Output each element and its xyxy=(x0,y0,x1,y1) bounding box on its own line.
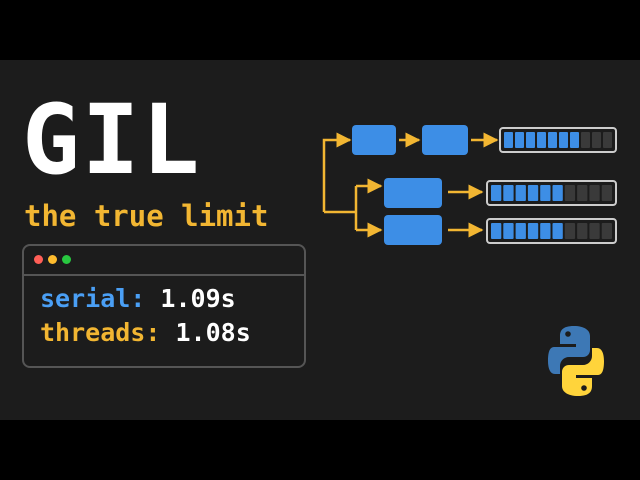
progress-segment xyxy=(601,185,612,201)
progress-segment xyxy=(577,223,588,239)
progress-segment xyxy=(564,223,576,239)
progress-segment xyxy=(601,223,612,239)
progress-segment xyxy=(577,185,588,201)
serial-connector-arrow xyxy=(322,132,352,212)
progress-segment xyxy=(592,132,601,148)
progress-segment xyxy=(515,185,526,201)
thumbnail-canvas: GIL the true limit serial: 1.09s threads… xyxy=(0,60,640,420)
window-close-dot-icon xyxy=(34,255,43,264)
progress-segment xyxy=(537,132,546,148)
thread-1-connector-arrow xyxy=(354,186,381,230)
window-minimize-dot-icon xyxy=(48,255,57,264)
page-title: GIL xyxy=(22,84,202,196)
progress-segment xyxy=(504,132,513,148)
subtitle: the true limit xyxy=(24,199,269,233)
thread-2-progress-segments xyxy=(491,223,612,239)
progress-segment xyxy=(564,185,576,201)
terminal-line-threads: threads: 1.08s xyxy=(40,318,251,348)
progress-segment xyxy=(527,185,539,201)
serial-task-box-2 xyxy=(422,125,468,155)
progress-segment xyxy=(581,132,590,148)
progress-segment xyxy=(552,223,563,239)
thread-2-progress-bar xyxy=(486,218,617,244)
progress-segment xyxy=(540,223,551,239)
terminal-window: serial: 1.09s threads: 1.08s xyxy=(22,244,306,368)
progress-segment xyxy=(540,185,551,201)
progress-segment xyxy=(503,185,514,201)
progress-segment xyxy=(503,223,514,239)
progress-segment xyxy=(589,185,600,201)
progress-segment xyxy=(515,132,524,148)
thread-1-progress-bar xyxy=(486,180,617,206)
progress-segment xyxy=(603,132,612,148)
python-logo-icon xyxy=(548,326,604,396)
thread-1-task-box xyxy=(384,178,442,208)
progress-segment xyxy=(491,223,502,239)
terminal-line-serial: serial: 1.09s xyxy=(40,284,236,314)
progress-segment xyxy=(589,223,600,239)
progress-segment xyxy=(491,185,502,201)
serial-progress-segments xyxy=(504,132,612,148)
letterbox-top xyxy=(0,0,640,60)
progress-segment xyxy=(552,185,563,201)
serial-progress-bar xyxy=(499,127,617,153)
serial-time: 1.09s xyxy=(160,284,236,313)
threads-time: 1.08s xyxy=(175,318,251,347)
serial-task-box-1 xyxy=(352,125,396,155)
serial-label: serial: xyxy=(40,284,146,313)
thread-diagram xyxy=(322,125,617,245)
terminal-titlebar xyxy=(24,246,304,276)
progress-segment xyxy=(515,223,526,239)
thread-1-progress-segments xyxy=(491,185,612,201)
letterbox-bottom xyxy=(0,420,640,480)
threads-label: threads: xyxy=(40,318,161,347)
thread-2-task-box xyxy=(384,215,442,245)
progress-segment xyxy=(526,132,535,148)
window-maximize-dot-icon xyxy=(62,255,71,264)
progress-segment xyxy=(570,132,579,148)
progress-segment xyxy=(559,132,568,148)
progress-segment xyxy=(527,223,539,239)
progress-segment xyxy=(548,132,557,148)
